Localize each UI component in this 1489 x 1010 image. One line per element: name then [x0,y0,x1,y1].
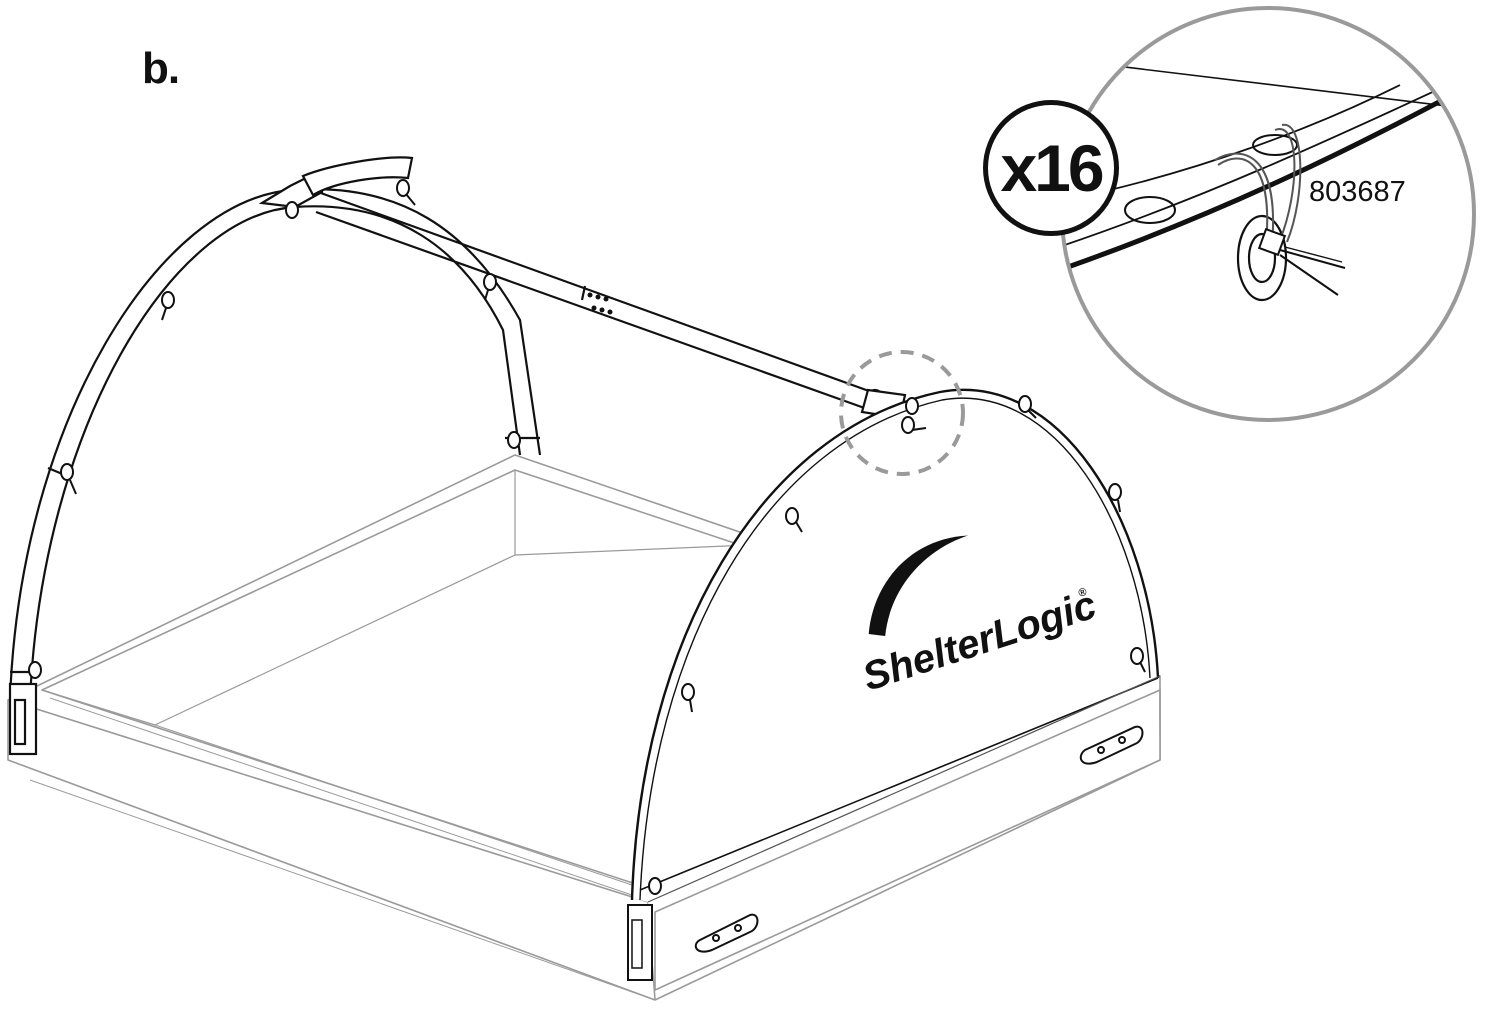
back-arch [8,156,542,756]
quantity-badge: x16 [983,100,1119,236]
quantity-text: x16 [1000,131,1104,205]
handle-front [694,913,759,953]
front-cover [627,388,1161,992]
step-label: b. [142,44,180,93]
part-number: 803687 [1309,176,1406,208]
callout-indicator-circle [839,350,965,476]
ridge-pole [315,190,907,420]
detail-view [1060,6,1476,422]
grommets [28,179,1146,895]
handle-side [1079,725,1144,765]
